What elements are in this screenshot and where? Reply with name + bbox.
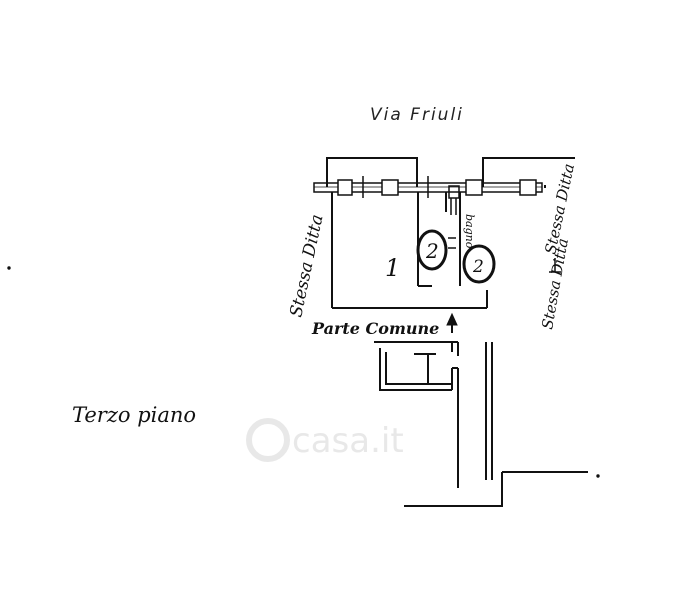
street-label: Via Friuli bbox=[370, 105, 464, 125]
facade bbox=[313, 176, 543, 198]
stairwell bbox=[374, 341, 588, 507]
room-number-2b: 2 bbox=[472, 257, 484, 277]
bathroom-a: 2 bbox=[416, 229, 448, 271]
side-label-left: Stessa Ditta bbox=[286, 213, 327, 319]
entry-arrow bbox=[446, 312, 458, 333]
room-number-1: 1 bbox=[385, 254, 400, 282]
watermark: casa.it bbox=[246, 418, 404, 462]
common-area-label: Parte Comune bbox=[311, 319, 439, 338]
room-number-2a: 2 bbox=[425, 239, 439, 263]
apartment-walls bbox=[331, 185, 488, 309]
bath-label: bagno bbox=[463, 214, 476, 249]
room-circle bbox=[416, 229, 448, 271]
room-circle bbox=[462, 244, 496, 284]
building-walls bbox=[326, 157, 575, 188]
watermark-house-icon bbox=[246, 418, 290, 462]
floor-label: Terzo piano bbox=[72, 403, 196, 427]
small-marks bbox=[7, 258, 600, 478]
bathroom-b: 2 bbox=[462, 244, 496, 284]
watermark-text: casa.it bbox=[292, 421, 404, 461]
